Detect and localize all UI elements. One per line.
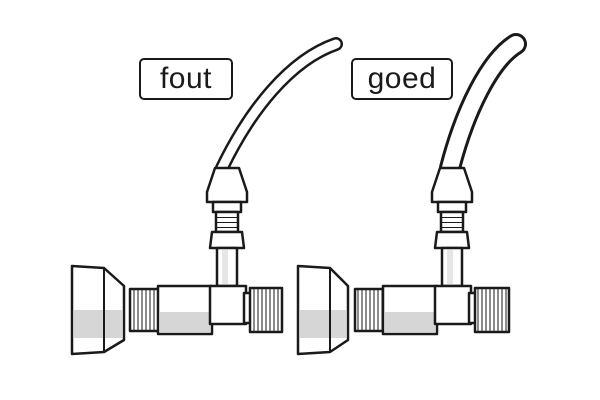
knob-wrong bbox=[248, 286, 284, 334]
thread-vertical-right bbox=[439, 210, 465, 234]
body-shade-right bbox=[385, 312, 435, 332]
label-right: goed bbox=[351, 58, 453, 100]
tee-block-right bbox=[433, 284, 473, 326]
flange-shade-right bbox=[300, 310, 346, 338]
ring-right bbox=[433, 230, 471, 250]
nut-collar-wrong bbox=[211, 200, 243, 214]
ring-wrong bbox=[208, 230, 246, 250]
label-wrong: fout bbox=[139, 58, 233, 100]
nut-collar-right bbox=[436, 200, 468, 214]
body-shade-wrong bbox=[160, 312, 210, 332]
stem-shade-right bbox=[447, 250, 453, 284]
thread-horizontal-wrong bbox=[128, 287, 162, 333]
compression-nut-wrong bbox=[205, 166, 249, 204]
tee-block-wrong bbox=[208, 284, 248, 326]
thin-hose bbox=[215, 37, 343, 175]
thread-horizontal-right bbox=[353, 287, 387, 333]
wrong-assembly bbox=[70, 37, 343, 356]
flange-shade-wrong bbox=[74, 310, 122, 338]
compression-nut-right bbox=[430, 166, 474, 204]
thread-vertical-wrong bbox=[214, 210, 240, 234]
knob-right bbox=[473, 286, 511, 334]
stem-shade-wrong bbox=[222, 250, 228, 284]
right-assembly bbox=[296, 33, 527, 356]
thick-hose bbox=[439, 33, 527, 179]
